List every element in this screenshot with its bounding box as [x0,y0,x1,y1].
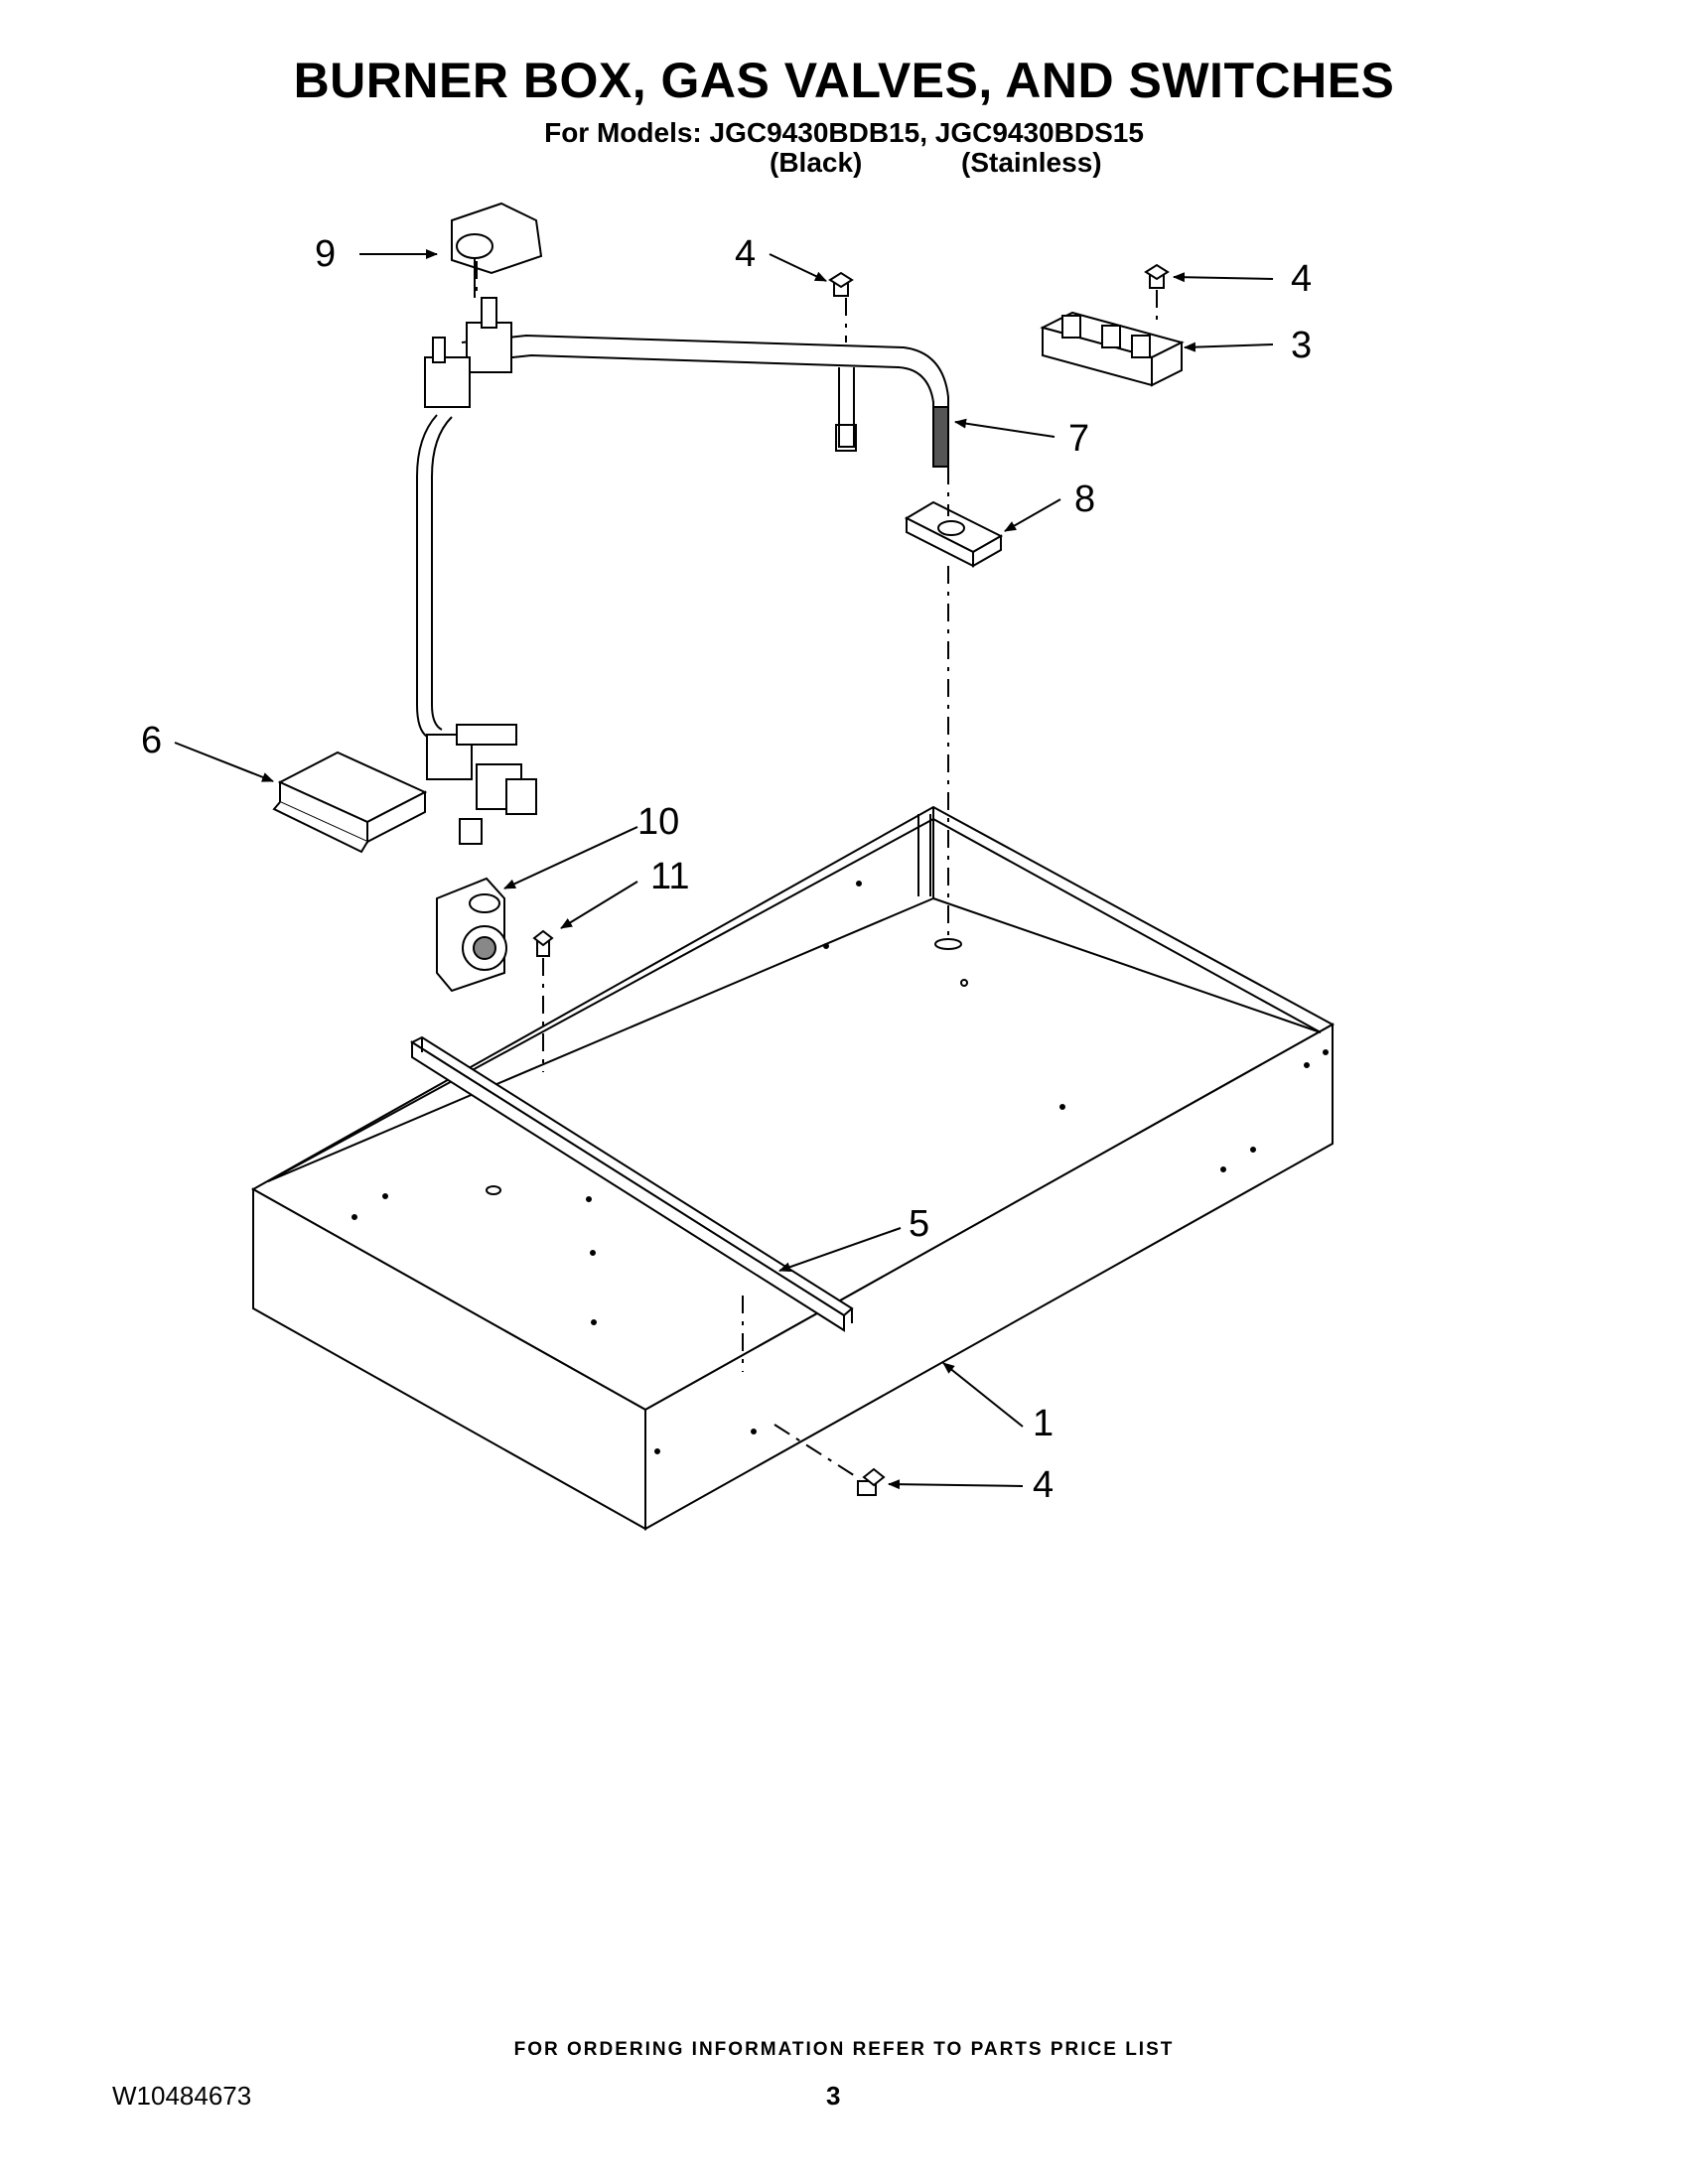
spark-module [1040,311,1185,387]
page-number: 3 [826,2081,841,2111]
callout-4-bottom: 4 [1033,1464,1054,1506]
leader-arrows [174,249,1274,1490]
ordering-note: FOR ORDERING INFORMATION REFER TO PARTS … [513,2039,1175,2060]
callout-6: 6 [141,720,162,761]
callout-10: 10 [637,801,679,843]
callout-11: 11 [650,856,689,897]
igniter-switch [451,202,543,298]
callout-4-right: 4 [1291,258,1312,300]
document-number: W10484673 [112,2081,252,2111]
callout-8: 8 [1074,478,1095,520]
callout-1: 1 [1033,1403,1054,1444]
seal-plate [904,500,1004,568]
gas-valves [424,297,537,845]
front-bracket [409,1035,854,1332]
assembly-lines [476,261,1158,1480]
models-line: For Models: JGC9430BDB15, JGC9430BDS15 [544,117,1144,148]
page-title: BURNER BOX, GAS VALVES, AND SWITCHES [293,53,1395,108]
manifold-pipe [416,334,949,738]
callout-5: 5 [909,1203,929,1245]
callout-9: 9 [315,233,336,275]
callout-3: 3 [1291,325,1312,366]
callout-4-top: 4 [735,233,756,275]
variant-black: (Black) [770,147,863,178]
burner-box [250,805,1336,1531]
heat-shield [272,751,428,854]
screws [532,263,1170,1496]
callout-7: 7 [1068,418,1089,460]
variant-stainless: (Stainless) [961,147,1102,178]
regulator [436,877,507,993]
